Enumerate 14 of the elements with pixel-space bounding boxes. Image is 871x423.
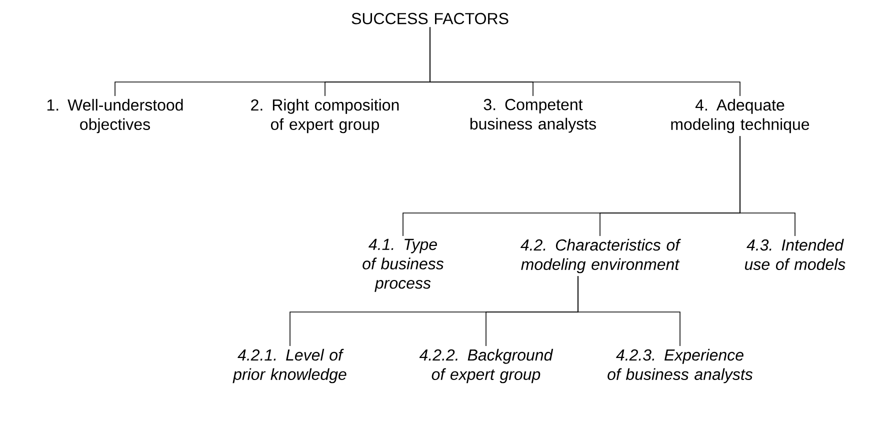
heading: SUCCESS FACTORS: [352, 12, 508, 24]
subfactor-label: 4.2.3. Experience of business analysts: [608, 348, 753, 384]
factor-label: 4. Adequate modeling technique: [671, 98, 810, 134]
subfactor-label: 4.1. Type of business process: [362, 238, 444, 292]
tree-connector: [578, 276, 680, 346]
subfactor-label: 4.2.2. Background of expert group: [419, 348, 554, 384]
subfactor-label: 4.3. Intended use of models: [744, 238, 846, 270]
subfactor-label: 4.2.1. Level of prior knowledge: [232, 348, 346, 384]
subfactor-label: 4.2. Characteristics of modeling environment: [520, 238, 681, 274]
factor-label: 2. Right composition of expert group: [251, 98, 399, 134]
factor-label: 1. Well-understood objectives: [47, 98, 183, 134]
factor-label: 3. Competent business analysts: [470, 98, 596, 133]
tree-connector: [430, 26, 740, 96]
tree-connector: [740, 136, 796, 236]
